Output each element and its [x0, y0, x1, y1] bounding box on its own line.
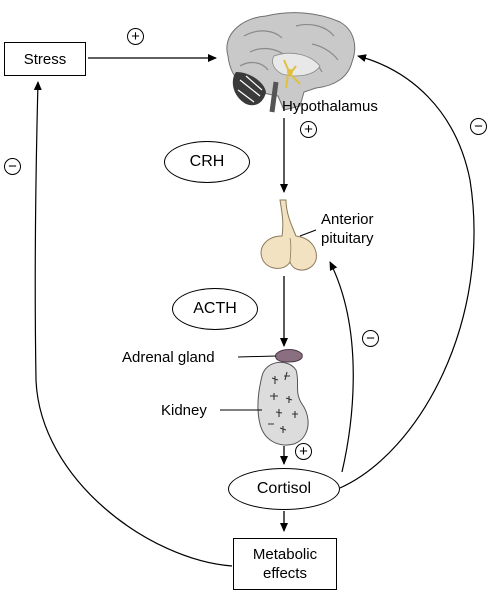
hypothalamus-label: Hypothalamus: [282, 98, 378, 115]
stress-label: Stress: [23, 50, 67, 68]
minus-sign-metabolic: −: [4, 158, 21, 175]
plus-sign-hypothalamus: +: [300, 121, 317, 138]
plus-sign-stress: +: [127, 28, 144, 45]
adrenal-gland-label: Adrenal gland: [122, 349, 215, 366]
crh-label: CRH: [189, 153, 225, 170]
minus-sign-hypothalamus: −: [470, 118, 487, 135]
anterior-pituitary-line1: Anterior: [321, 211, 374, 228]
cortisol-ellipse: Cortisol: [228, 468, 340, 510]
acth-ellipse: ACTH: [172, 288, 258, 330]
cortisol-label: Cortisol: [256, 480, 312, 497]
plus-sign-adrenal: +: [295, 443, 312, 460]
anterior-pituitary-label: Anterior pituitary: [321, 210, 374, 248]
kidney-label: Kidney: [161, 402, 207, 419]
adrenal-kidney-illustration: [257, 349, 309, 446]
brain-illustration: [226, 12, 356, 113]
metabolic-effects-line1: Metabolic: [252, 546, 318, 563]
acth-label: ACTH: [193, 300, 237, 317]
minus-sign-pituitary: −: [362, 330, 379, 347]
metabolic-effects-box: Metabolic effects: [233, 538, 337, 590]
stress-box: Stress: [4, 42, 86, 76]
metabolic-effects-line2: effects: [263, 565, 307, 582]
crh-ellipse: CRH: [164, 141, 250, 183]
pituitary-illustration: [260, 199, 317, 271]
anterior-pituitary-line2: pituitary: [321, 230, 374, 247]
